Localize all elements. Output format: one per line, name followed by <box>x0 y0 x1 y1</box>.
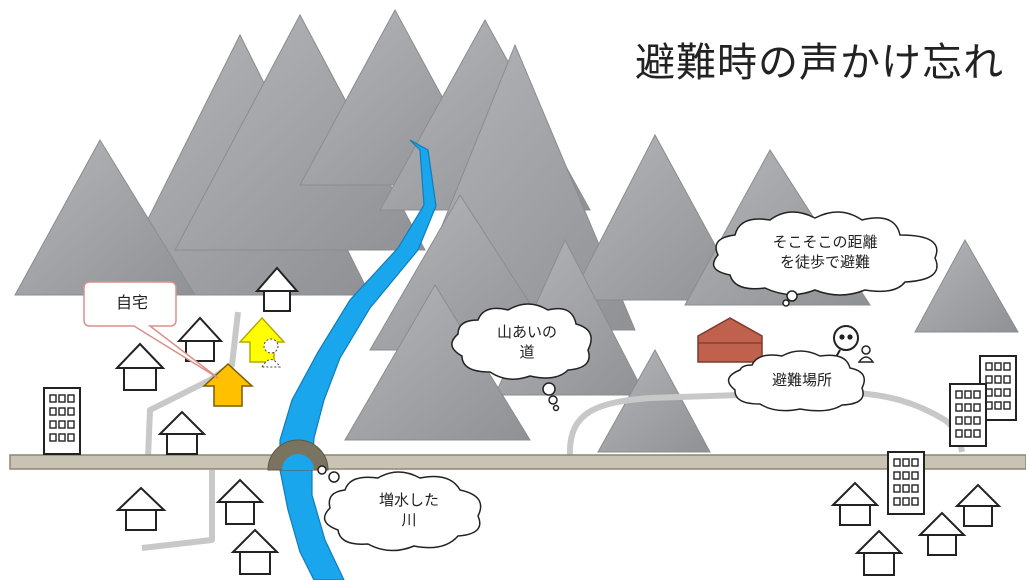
page-title: 避難時の声かけ忘れ <box>635 40 1004 86</box>
thought-clouds <box>317 211 938 552</box>
river <box>279 139 437 580</box>
distance-label-line2: を徒歩で避難 <box>779 253 870 271</box>
shelter-building <box>697 317 763 363</box>
house <box>854 529 904 576</box>
house <box>176 316 224 362</box>
mountain-road-label: 山あいの 道 <box>468 322 586 362</box>
house <box>230 528 280 575</box>
buildings <box>43 355 1017 515</box>
house <box>917 511 967 556</box>
mountains <box>14 8 1019 453</box>
mountain-road-label-line2: 道 <box>519 343 535 361</box>
house <box>114 342 166 391</box>
mountain <box>569 133 746 301</box>
houses <box>114 266 1002 576</box>
shelter-label-text: 避難場所 <box>771 371 832 389</box>
cloud-distance <box>712 211 938 307</box>
home-callout <box>83 281 219 379</box>
river-label: 増水した 川 <box>344 490 474 530</box>
bridge <box>267 439 329 471</box>
cloud-shelter <box>727 350 865 412</box>
house <box>157 410 207 455</box>
mountain <box>914 238 1019 333</box>
shelter-label: 避難場所 <box>742 370 862 390</box>
path-lower-left <box>141 470 215 551</box>
house <box>954 483 1002 527</box>
house <box>830 481 880 526</box>
neighbor-person-icon <box>261 338 281 368</box>
main-road <box>9 454 1026 470</box>
river-label-line1: 増水した <box>378 491 439 509</box>
distance-label-line1: そこそこの距離 <box>772 233 878 251</box>
apartment-building <box>887 451 925 515</box>
cloud-mountain-road <box>451 303 592 412</box>
mountain-road-label-line1: 山あいの <box>496 323 557 341</box>
home-label: 自宅 <box>104 293 160 313</box>
house <box>215 478 265 525</box>
home-label-text: 自宅 <box>115 293 148 312</box>
neighbor-house <box>238 316 286 368</box>
child-person-icon <box>857 345 875 363</box>
apartment-building <box>43 387 81 455</box>
cloud-river <box>317 465 482 552</box>
river-label-line2: 川 <box>401 511 417 529</box>
house <box>115 486 167 531</box>
distance-label: そこそこの距離 を徒歩で避難 <box>730 232 920 272</box>
apartment-building <box>949 383 987 447</box>
home-house <box>202 362 254 407</box>
house <box>254 266 300 312</box>
